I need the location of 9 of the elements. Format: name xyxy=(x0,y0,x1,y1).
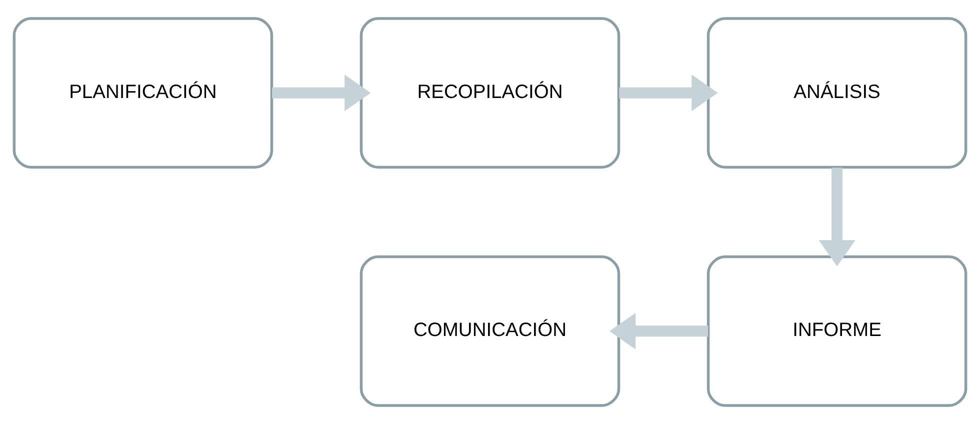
node-box: RECOPILACIÓN xyxy=(360,16,620,168)
arrow xyxy=(272,74,371,111)
node-box: COMUNICACIÓN xyxy=(360,254,620,406)
node-box: INFORME xyxy=(706,254,968,406)
node-box: PLANIFICACIÓN xyxy=(12,16,274,168)
arrow xyxy=(619,74,718,111)
node-box: ANÁLISIS xyxy=(706,16,968,168)
arrow xyxy=(609,312,708,349)
arrow xyxy=(818,167,856,266)
